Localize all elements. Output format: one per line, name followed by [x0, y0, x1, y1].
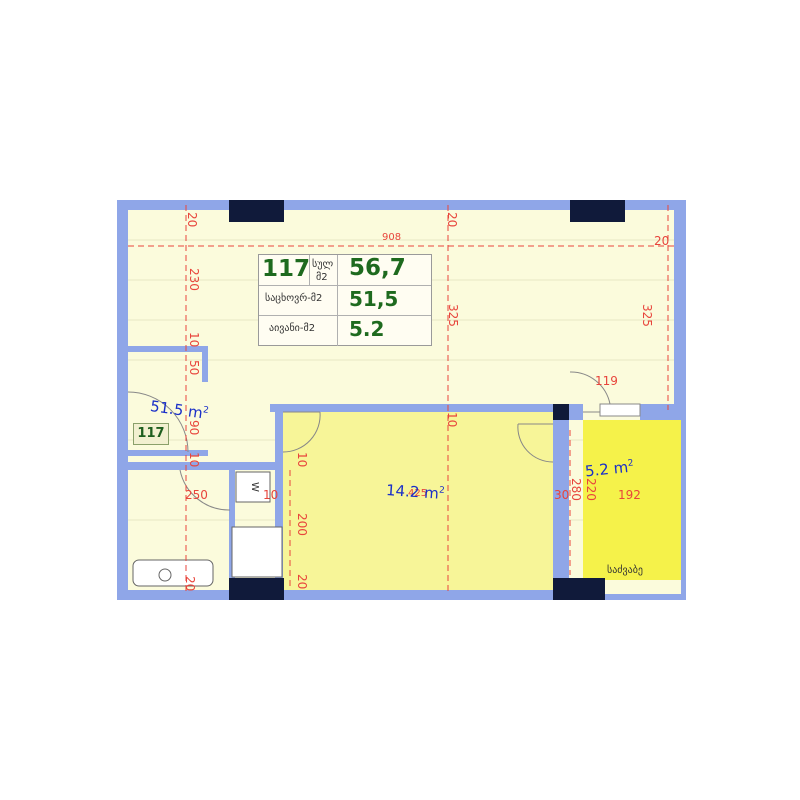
unit-tag: 117 — [133, 423, 169, 445]
bedroom-floor — [283, 412, 553, 590]
column-top-right — [570, 200, 625, 222]
bedroom-right-wall — [553, 404, 569, 590]
dim-425: 425 — [408, 488, 428, 499]
summary-row2-divider — [259, 286, 338, 316]
dim-220: 220 — [584, 478, 598, 501]
bedroom-area: 14.2 m2 — [385, 480, 446, 503]
dim-10-a: 10 — [187, 332, 201, 348]
hall-wall-2 — [202, 346, 208, 382]
dim-20-a: 20 — [295, 574, 309, 590]
column-left-wall — [117, 200, 128, 600]
balcony-window — [599, 403, 641, 417]
total-label-1: სულ — [312, 259, 334, 270]
summary-row-2 — [259, 285, 431, 316]
balcony-label: აივანი-მ2 — [269, 323, 316, 334]
bedroom-area-value: 14.2 m — [385, 480, 440, 503]
balcony-top-wall-2 — [640, 404, 684, 420]
dim-top-right: 20 — [654, 234, 670, 248]
dim-top-width: 908 — [382, 232, 402, 243]
balcony-name: საძვაბე — [607, 565, 643, 576]
dim-top-left: 20 — [185, 212, 199, 228]
bedroom-door-swing-2 — [517, 423, 554, 463]
dim-280: 280 — [569, 478, 583, 501]
column-bottom-right — [553, 578, 605, 600]
living-label: საცხოვრ-მ2 — [265, 293, 323, 304]
dim-250: 250 — [185, 488, 208, 502]
dim-mid-325: 325 — [446, 304, 460, 327]
dim-top-mid: 20 — [445, 212, 459, 228]
total-area: 56,7 — [349, 255, 406, 281]
bath-top-wall — [128, 462, 278, 470]
dim-right-325: 325 — [640, 304, 654, 327]
bedroom-left-wall — [275, 404, 283, 590]
summary-row3-divider — [259, 316, 338, 346]
dim-10-b: 10 — [187, 452, 201, 468]
summary-col-2 — [309, 255, 338, 285]
balcony-summary-area: 5.2 — [349, 317, 385, 341]
dim-192: 192 — [618, 488, 641, 502]
shower-tray — [231, 526, 283, 578]
sq-2: 2 — [438, 485, 446, 497]
summary-row-3 — [259, 315, 431, 346]
dim-30: 30 — [554, 488, 570, 502]
sink — [158, 568, 172, 582]
sq-3: 2 — [627, 458, 635, 470]
apartment-number: 117 — [262, 256, 311, 282]
dim-10-d: 10 — [295, 452, 309, 468]
dim-10-c: 10 — [445, 412, 459, 428]
dim-200: 200 — [295, 513, 309, 536]
entry-door-swing — [127, 391, 189, 453]
bathtub — [132, 559, 214, 587]
balcony-right-wall — [681, 200, 686, 600]
summary-table: 117 სულ მ2 56,7 საცხოვრ-მ2 51,5 აივანი-მ… — [258, 254, 432, 346]
washer-box — [235, 471, 271, 503]
bath-door-swing — [179, 469, 231, 511]
column-mid — [553, 404, 569, 420]
summary-col-1 — [259, 255, 310, 285]
bedroom-top-wall — [270, 404, 554, 412]
column-bottom-left — [229, 578, 284, 600]
balcony-floor — [583, 420, 683, 580]
hall-wall-1 — [128, 346, 208, 352]
dim-20-b: 20 — [183, 576, 197, 592]
hall-wall-3 — [128, 450, 208, 456]
bath-divider — [229, 462, 235, 590]
column-top-left — [229, 200, 284, 222]
dim-90: 90 — [187, 420, 201, 436]
dim-119: 119 — [595, 374, 618, 388]
total-label-2: მ2 — [316, 272, 328, 283]
dim-10-e: 10 — [263, 488, 279, 502]
dim-left-230: 230 — [187, 268, 201, 291]
washer-label: W — [248, 482, 260, 492]
living-area: 51,5 — [349, 287, 399, 311]
dim-50: 50 — [187, 360, 201, 376]
dimension-lines — [128, 205, 674, 595]
balcony-top-wall — [569, 404, 583, 420]
bedroom-door-swing — [282, 411, 321, 453]
